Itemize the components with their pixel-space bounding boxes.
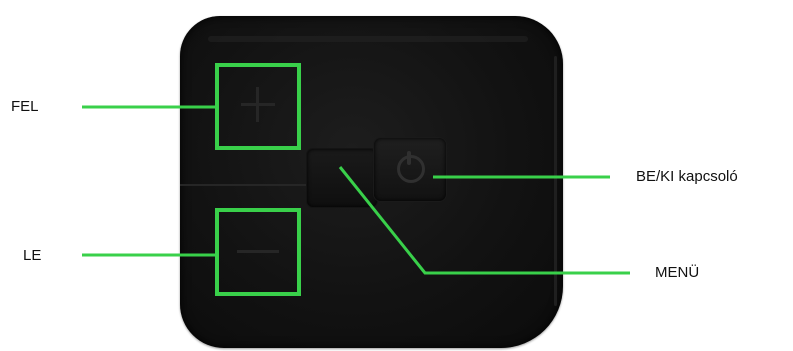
label-power: BE/KI kapcsoló [636,168,738,186]
label-down: LE [23,247,41,265]
leader-line-menu [340,167,630,273]
label-up: FEL [11,98,39,116]
label-menu: MENÜ [655,264,699,282]
